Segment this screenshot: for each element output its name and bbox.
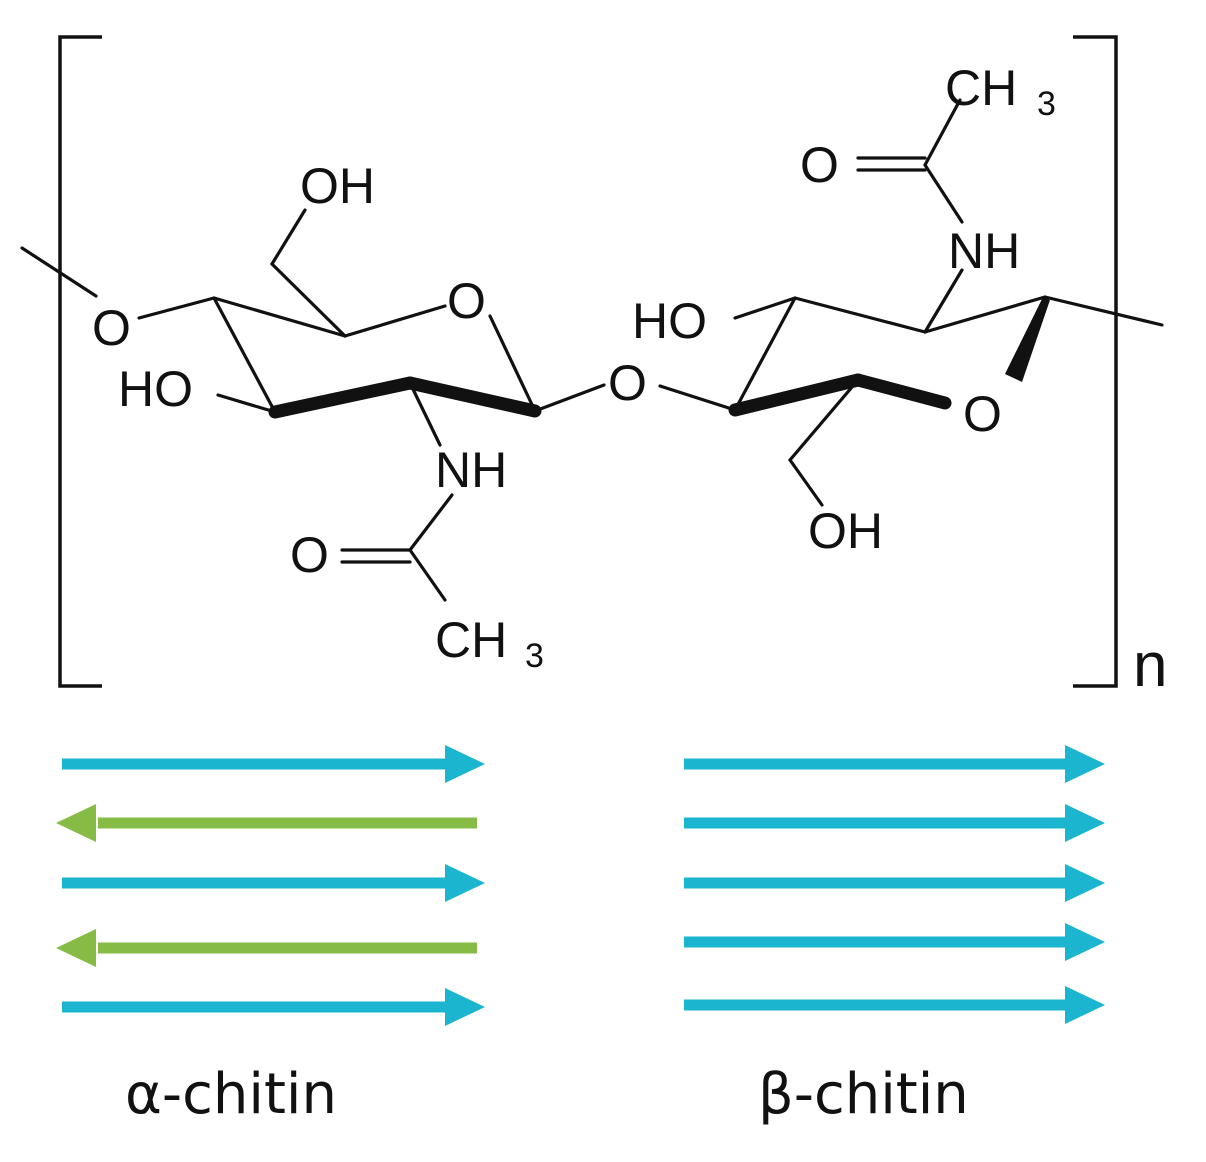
- ring-bond-o-c5: [343, 304, 447, 338]
- bond-c1-bridge-o: [533, 383, 606, 413]
- right-glucosamine-unit: O HO OH NH O CH 3: [632, 60, 1164, 559]
- chain-arrow-right: [684, 864, 1105, 902]
- bond-o-c4: [137, 296, 216, 320]
- chain-arrow-right: [62, 745, 485, 783]
- bond-c3-ho: [216, 393, 277, 414]
- left-hydroxymethyl-oh: OH: [300, 158, 375, 214]
- bond-n-carbonyl-c: [408, 493, 454, 552]
- chain-arrow-right: [62, 988, 485, 1026]
- bond-bridge-o-c4: [658, 384, 737, 412]
- bond-c-methyl: [408, 548, 447, 602]
- ring-bond-o-c5-right: [851, 373, 952, 410]
- chain-arrow-head: [56, 929, 96, 967]
- chain-arrow-head: [1065, 745, 1105, 783]
- right-methyl-ch: CH: [945, 60, 1017, 116]
- left-linkage-oxygen: O: [92, 300, 131, 356]
- bond-c5-c6-right: [788, 378, 860, 462]
- beta-chitin-label: β-chitin: [758, 1062, 969, 1127]
- chain-bond-left: [20, 246, 98, 298]
- left-amide-nh: NH: [435, 442, 507, 498]
- ring-bond-c4-c3-right: [733, 296, 797, 412]
- right-hydroxyl-ho: HO: [632, 293, 707, 349]
- ring-bond-c2-c1: [403, 376, 542, 418]
- chain-arrow-right: [684, 923, 1105, 961]
- ring-bond-c4-c3: [212, 296, 277, 414]
- left-ring-oxygen: O: [447, 273, 486, 329]
- bond-n-carbonyl-c-right: [923, 163, 964, 224]
- chain-arrow-head: [1065, 923, 1105, 961]
- ring-bond-c3-c2-right: [793, 296, 927, 334]
- right-carbonyl-oxygen: O: [800, 137, 839, 193]
- chain-arrow-head: [445, 864, 485, 902]
- ring-bond-c5-c4: [212, 296, 347, 338]
- wedge-bond-c1-o: [1005, 297, 1050, 382]
- chain-arrow-head: [1065, 986, 1105, 1024]
- chain-arrow-right: [684, 745, 1105, 783]
- bond-c2-n: [408, 381, 442, 447]
- left-bracket: [58, 35, 102, 688]
- chain-arrow-right: [684, 804, 1105, 842]
- right-ring-oxygen: O: [963, 386, 1002, 442]
- chain-arrow-head: [445, 745, 485, 783]
- ring-bond-c2-c1-right: [923, 295, 1047, 334]
- chain-arrow-right: [62, 864, 485, 902]
- right-methyl-subscript: 3: [1037, 85, 1056, 123]
- ring-bond-c5-c4-right: [728, 373, 865, 417]
- chain-arrow-right: [684, 986, 1105, 1024]
- left-methyl-subscript: 3: [525, 637, 544, 675]
- repeat-count-label: n: [1133, 631, 1167, 700]
- chain-arrow-left: [56, 929, 477, 967]
- chain-arrow-head: [1065, 864, 1105, 902]
- chain-arrow-head: [56, 804, 96, 842]
- chain-arrow-head: [445, 988, 485, 1026]
- left-methyl-ch: CH: [435, 612, 507, 668]
- ring-bond-c1-o: [488, 314, 537, 413]
- chain-arrow-left: [56, 804, 477, 842]
- ring-bond-c3-c2: [268, 376, 417, 419]
- bond-c3-ho-right: [733, 296, 797, 320]
- right-amide-nh: NH: [948, 223, 1020, 279]
- bond-c2-n-right: [923, 268, 964, 334]
- right-bracket: [1073, 35, 1118, 688]
- alpha-chitin-chains: [56, 745, 485, 1026]
- beta-chitin-chains: [684, 745, 1105, 1024]
- bridge-oxygen: O: [608, 355, 647, 411]
- bond-c6-oh: [270, 208, 307, 266]
- left-glucosamine-unit: O O OH HO NH O CH 3: [20, 158, 544, 675]
- bond-c5-c6: [270, 262, 347, 338]
- bond-c6-oh-right: [788, 458, 824, 507]
- left-carbonyl-oxygen: O: [290, 527, 329, 583]
- repeat-brackets: [58, 35, 1118, 688]
- right-hydroxymethyl-oh: OH: [808, 503, 883, 559]
- left-hydroxyl-ho: HO: [118, 361, 193, 417]
- bond-c-methyl-right: [923, 98, 962, 167]
- chain-arrow-head: [1065, 804, 1105, 842]
- alpha-chitin-label: α-chitin: [125, 1062, 337, 1127]
- chain-bond-right: [1043, 295, 1164, 327]
